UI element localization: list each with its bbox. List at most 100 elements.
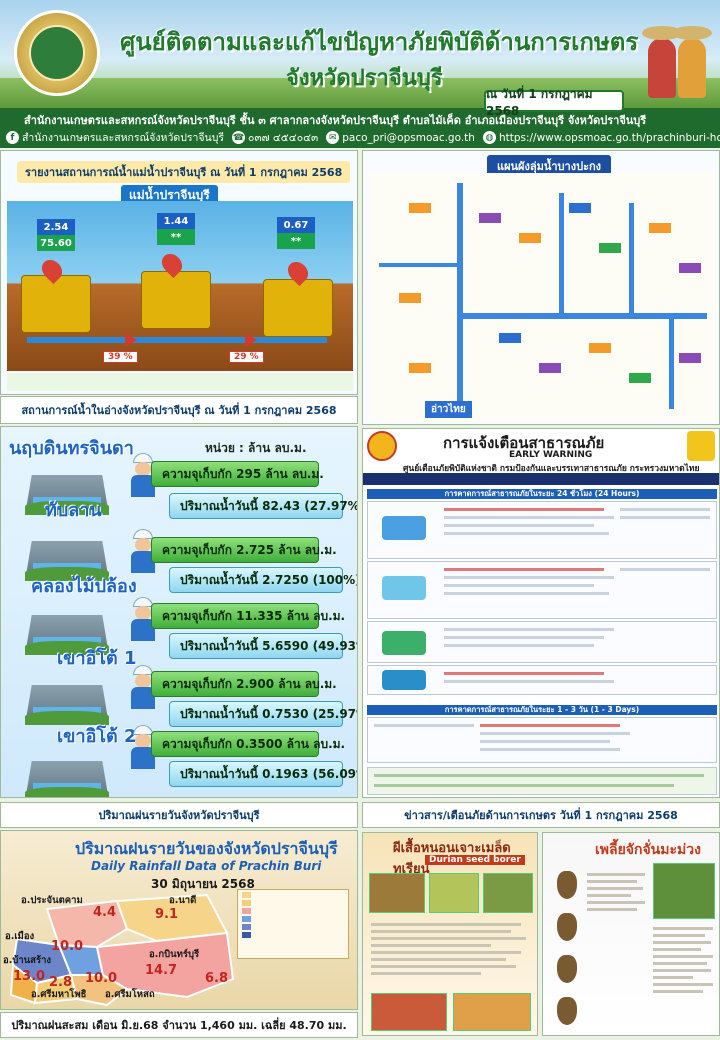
reservoir-current: ปริมาณน้ำวันนี้ 2.7250 (100%) (169, 567, 357, 593)
dam-icon (25, 597, 109, 655)
reservoir-current: ปริมาณน้ำวันนี้ 5.6590 (49.93%) (169, 633, 357, 659)
farmers-illustration (642, 18, 712, 98)
phone-number[interactable]: ☎ ๐๓๗ ๔๕๔๐๔๓ (232, 131, 319, 144)
dam-icon (25, 457, 109, 515)
district-label: อ.นาดี (169, 895, 197, 906)
stop-hand-icon (687, 431, 715, 461)
rainfall-title-th: ปริมาณฝนรายวันของจังหวัดปราจีนบุรี (75, 839, 338, 858)
district-label: อ.เมือง (5, 931, 35, 942)
mango-tree-photo (653, 863, 715, 919)
leafhopper-icon (557, 913, 577, 941)
warning-section-24h: การคาดการณ์สาธารณภัยในระยะ 24 ชั่วโมง (2… (367, 489, 717, 499)
early-warning-panel: การแจ้งเตือนสาธารณภัย EARLY WARNING ศูนย… (362, 428, 720, 798)
globe-icon: ◍ (482, 131, 496, 144)
leafhopper-icon (557, 871, 577, 899)
news-card-durian-borer[interactable]: ผีเสื้อหนอนเจาะเมล็ดทุเรียน Durian seed … (362, 832, 538, 1036)
dam-icon (25, 667, 109, 725)
reservoir-capacity: ความจุเก็บกัก 11.335 ล้าน ลบ.ม. (151, 603, 345, 629)
date-badge: ณ วันที่ 1 กรกฎาคม 2568 (484, 87, 624, 118)
rainfall-map-panel: ปริมาณฝนรายวันของจังหวัดปราจีนบุรี Daily… (0, 830, 358, 1010)
river-name: แม่น้ำปราจีนบุรี (121, 185, 218, 206)
reservoir-name: นฤบดินทรจินดา (9, 438, 134, 459)
leafhopper-icon (557, 955, 577, 983)
rainfall-legend (237, 889, 349, 959)
facebook-icon: f (6, 131, 19, 144)
durian-photo (369, 873, 425, 913)
reservoir-name: เขาอิโต้ 1 (57, 648, 137, 669)
warning-contact-footer (367, 767, 717, 795)
reservoir-name: คลองไม้ปล้อง (31, 576, 137, 597)
rainfall-date: 30 มิถุนายน 2568 (151, 877, 255, 891)
water-legend (7, 373, 353, 391)
engineer-icon (127, 597, 159, 641)
reservoir-capacity: ความจุเก็บกัก 295 ล้าน ลบ.ม. (151, 461, 324, 487)
district-label: อ.ประจันตคาม (21, 895, 83, 906)
facebook-link[interactable]: f สำนักงานเกษตรและสหกรณ์จังหวัดปราจีนบุร… (6, 129, 224, 146)
warning-title: การแจ้งเตือนสาธารณภัย (443, 434, 605, 452)
fruit-photo (453, 993, 531, 1031)
district-rainfall: 6.8 (205, 971, 229, 986)
engineer-icon (127, 725, 159, 769)
warning-row-wave (367, 665, 717, 695)
district-rainfall: 10.0 (51, 939, 84, 954)
news-card-mango-hopper[interactable]: เพลี้ยจักจั่นมะม่วง (542, 832, 720, 1036)
address-bar: สำนักงานเกษตรและสหกรณ์จังหวัดปราจีนบุรี … (0, 108, 720, 148)
website-link[interactable]: ◍ https://www.opsmoac.go.th/prachinburi-… (482, 131, 720, 144)
water-report-panel: รายงานสถานการณ์น้ำแม่น้ำปราจีนบุรี ณ วัน… (0, 150, 358, 395)
reservoir-current: ปริมาณน้ำวันนี้ 82.43 (27.97%) (169, 493, 357, 519)
engineer-icon (127, 665, 159, 709)
warning-row-storm (367, 621, 717, 663)
district-rainfall: 14.7 (145, 963, 178, 978)
district-rainfall: 13.0 (13, 969, 46, 984)
gulf-label: อ่าวไทย (425, 401, 472, 418)
station-3-level: 0.67 (277, 217, 315, 233)
river-diagram: 2.54 75.60 1.44 ** 0.67 ** 39 % 29 % (7, 201, 353, 371)
district-rainfall: 2.8 (49, 975, 73, 990)
reservoir-name: ทับลาน (45, 500, 102, 521)
rainfall-summary: ปริมาณฝนสะสม เดือน มิ.ย.68 จำนวน 1,460 ม… (0, 1012, 358, 1038)
reservoir-panel: หน่วย : ล้าน ลบ.ม. นฤบดินทรจินดา ความจุเ… (0, 426, 358, 798)
warning-row-forecast (367, 717, 717, 763)
disaster-dept-logo (367, 431, 397, 461)
warning-subtitle: EARLY WARNING (509, 450, 593, 460)
district-rainfall: 4.4 (93, 905, 117, 920)
larva-photo (429, 873, 479, 913)
reservoir-unit: หน่วย : ล้าน ลบ.ม. (205, 441, 307, 455)
district-label: อ.บ้านสร้าง (3, 955, 52, 966)
thunderstorm-icon (382, 631, 426, 655)
wind-icon (382, 576, 426, 600)
office-address: สำนักงานเกษตรและสหกรณ์จังหวัดปราจีนบุรี … (24, 114, 647, 127)
ministry-logo (14, 10, 100, 96)
station-1-level: 2.54 (37, 219, 75, 235)
reservoir-capacity: ความจุเก็บกัก 2.900 ล้าน ลบ.ม. (151, 671, 337, 697)
warning-section-3day: การคาดการณ์สาธารณภัยในระยะ 1 - 3 วัน (1 … (367, 705, 717, 715)
dam-icon (25, 523, 109, 581)
flow-percent-2: 29 % (229, 351, 264, 363)
station-3-info (263, 279, 333, 337)
rainfall-title-en: Daily Rainfall Data of Prachin Buri (91, 859, 322, 873)
station-1-info (21, 275, 91, 333)
control-photo (371, 993, 447, 1031)
station-2-value: ** (157, 229, 195, 245)
email-link[interactable]: ✉ paco_pri@opsmoac.go.th (326, 131, 475, 144)
district-label: อ.กบินทร์บุรี (149, 949, 200, 960)
news-card-title: เพลี้ยจักจั่นมะม่วง (595, 842, 701, 858)
basin-map-title: แผนผังลุ่มน้ำบางปะกง (487, 155, 612, 177)
engineer-icon (127, 529, 159, 573)
district-label: อ.ศรีมหาโพธิ (31, 989, 87, 1000)
dam-icon (25, 743, 109, 797)
page-title: ศูนย์ติดตามและแก้ไขปัญหาภัยพิบัติด้านการ… (120, 28, 639, 56)
reservoir-current: ปริมาณน้ำวันนี้ 0.1963 (56.09%) (169, 761, 357, 787)
district-rainfall: 9.1 (155, 907, 179, 922)
reservoir-current: ปริมาณน้ำวันนี้ 0.7530 (25.97%) (169, 701, 357, 727)
reservoir-capacity: ความจุเก็บกัก 2.725 ล้าน ลบ.ม. (151, 537, 337, 563)
warning-contact-bar (363, 473, 719, 485)
mail-icon: ✉ (326, 131, 340, 144)
flow-arrow-icon (125, 333, 137, 347)
rainfall-heading: ปริมาณฝนรายวันจังหวัดปราจีนบุรี (0, 802, 358, 828)
station-2-level: 1.44 (157, 213, 195, 229)
engineer-icon (127, 453, 159, 497)
warning-row-flood (367, 501, 717, 559)
basin-schematic (369, 173, 715, 421)
basin-map-panel: แผนผังลุ่มน้ำบางปะกง อ่าวไทย (362, 150, 720, 425)
